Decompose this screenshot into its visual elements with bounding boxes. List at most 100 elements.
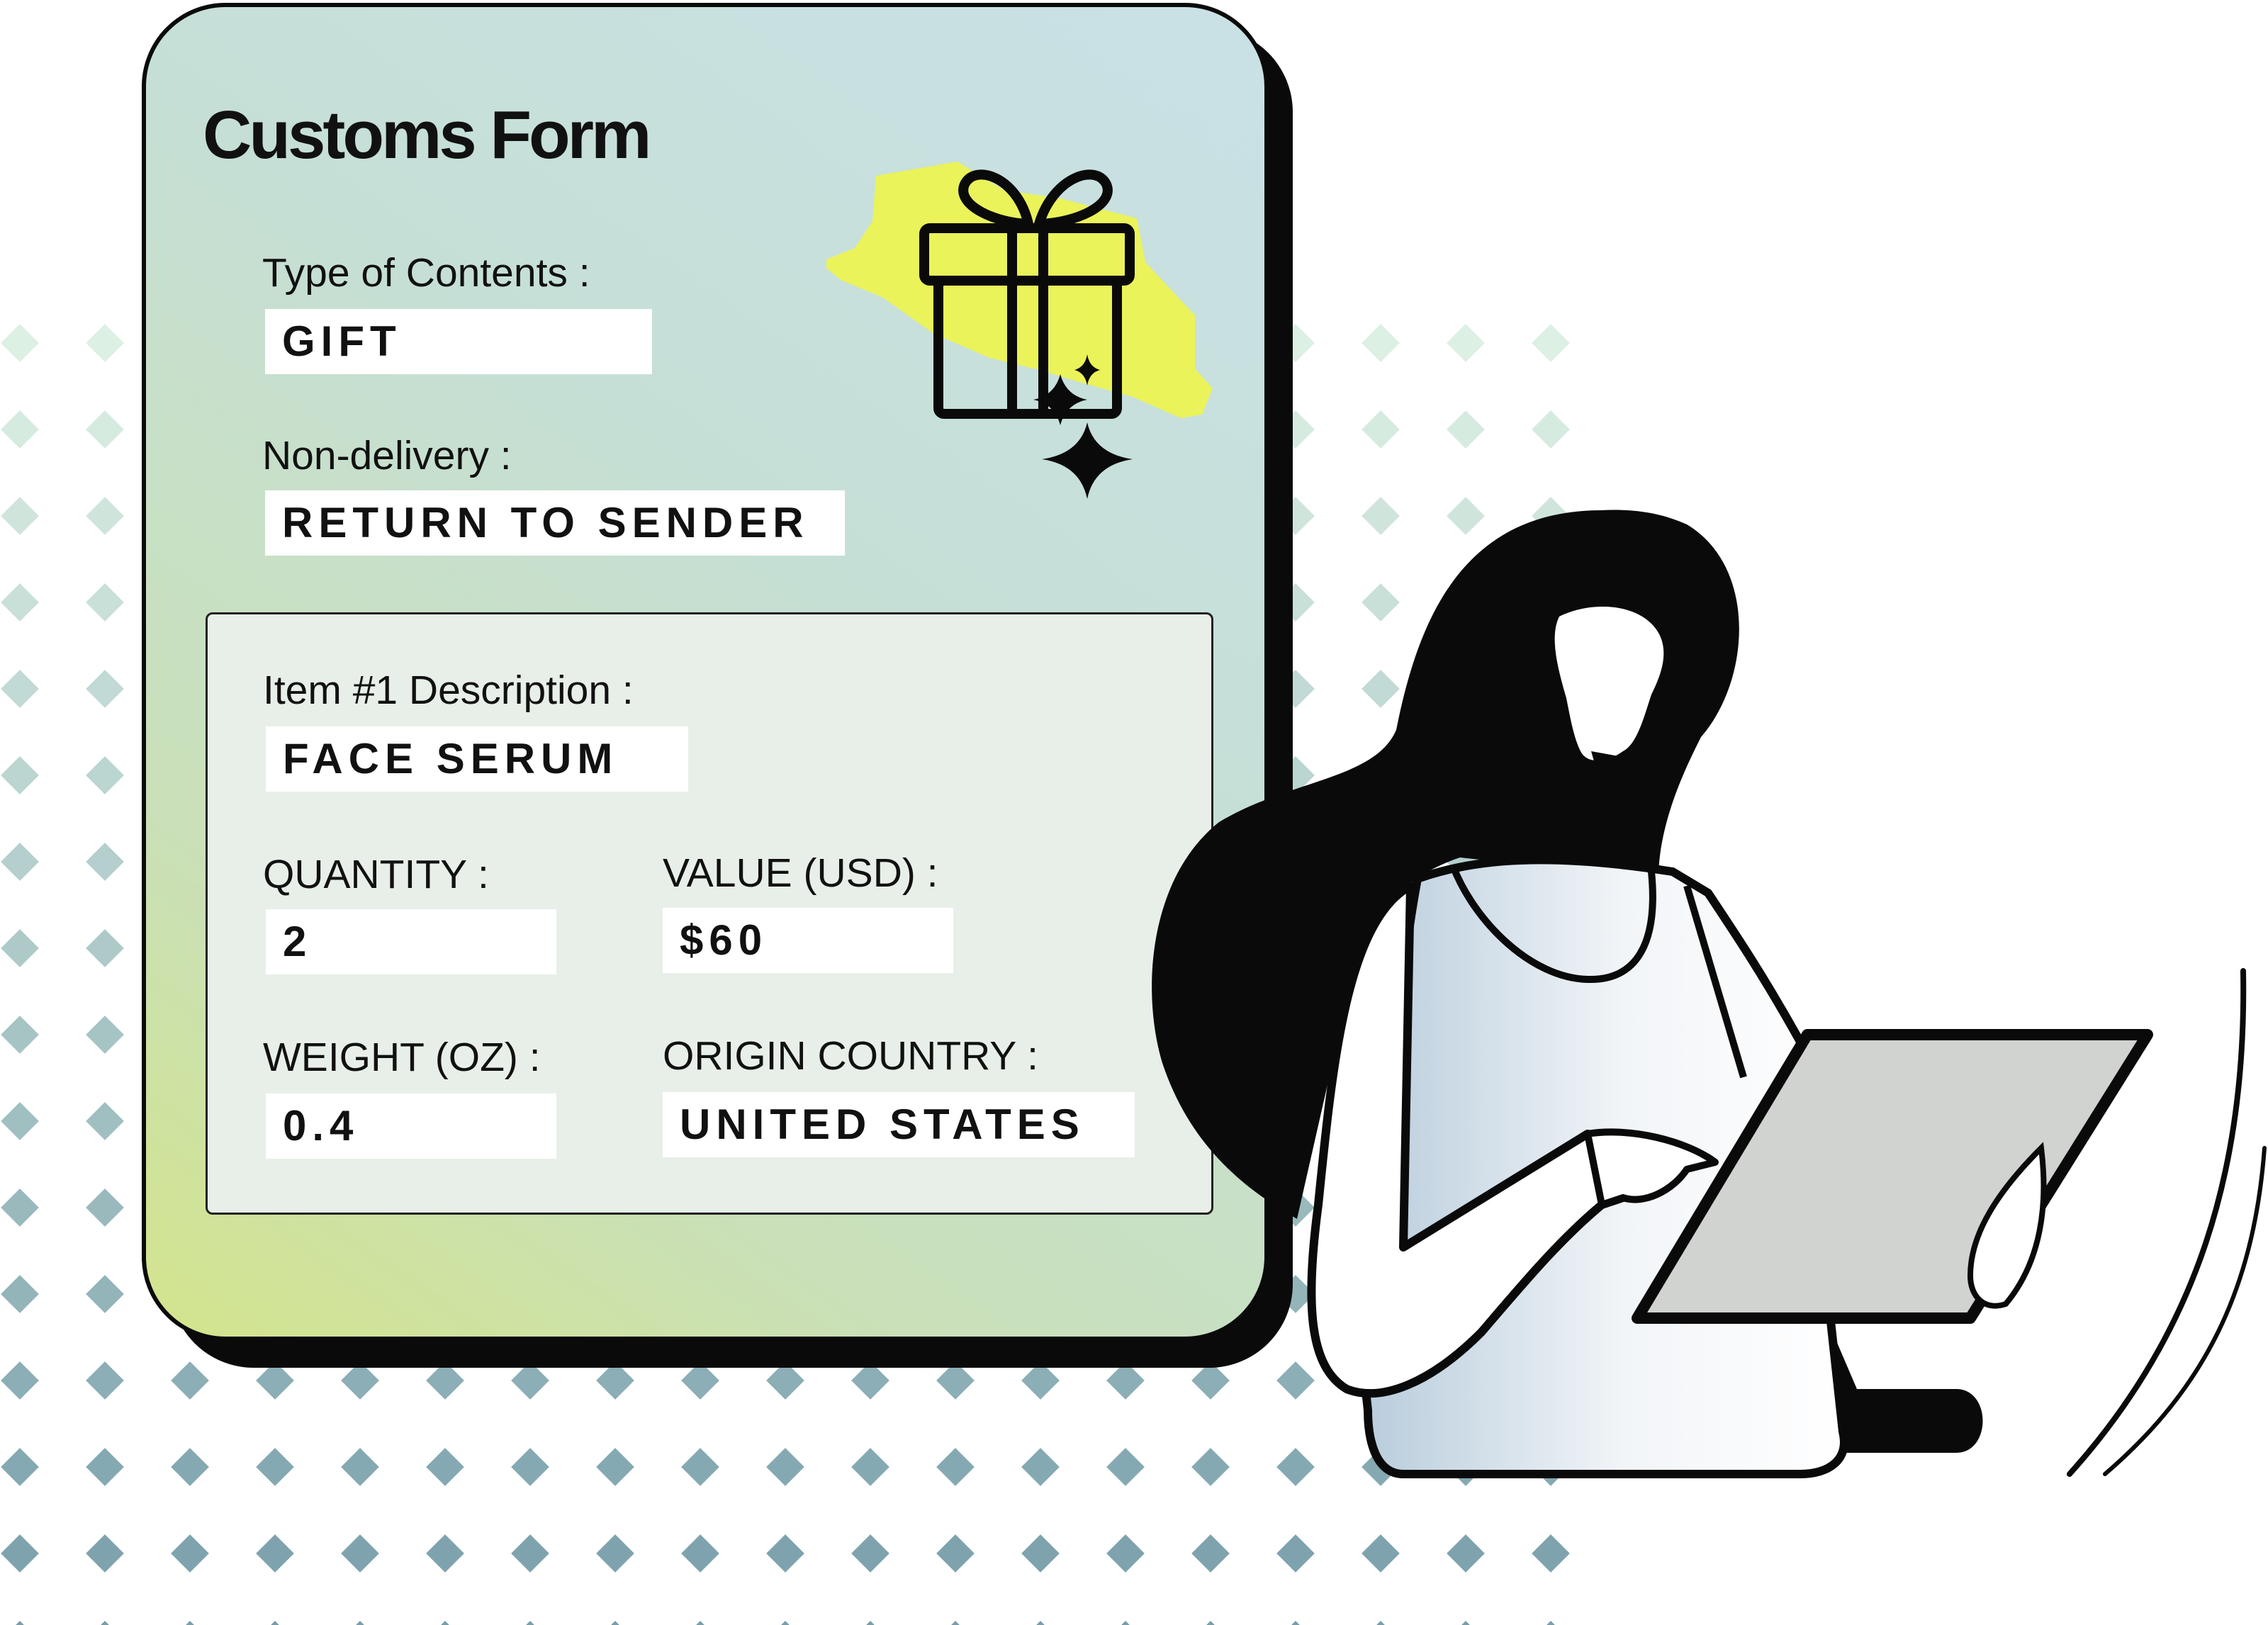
pattern-dot <box>851 1361 889 1400</box>
pattern-dot <box>681 1448 719 1486</box>
pattern-dot <box>1532 410 1570 449</box>
pattern-dot <box>766 1534 804 1573</box>
item-description-field[interactable]: FACE SERUM <box>266 726 688 792</box>
pattern-dot <box>1362 1534 1400 1573</box>
non-delivery-label: Non-delivery : <box>262 433 512 478</box>
value-usd-label: VALUE (USD) : <box>663 850 938 896</box>
woman-with-tablet-illustration <box>1152 510 2267 1478</box>
pattern-dot <box>256 1621 294 1625</box>
pattern-dot <box>86 756 124 794</box>
gift-box-icon <box>826 162 1213 499</box>
pattern-dot <box>86 1102 124 1140</box>
pattern-dot <box>256 1534 294 1573</box>
origin-country-label: ORIGIN COUNTRY : <box>663 1033 1038 1079</box>
pattern-dot <box>86 1016 124 1054</box>
pattern-dot <box>1532 1534 1570 1573</box>
pattern-dot <box>86 1621 124 1625</box>
pattern-dot <box>426 1534 464 1573</box>
pattern-dot <box>1276 1361 1315 1400</box>
pattern-dot <box>1191 1534 1230 1573</box>
pattern-dot <box>1 1621 39 1625</box>
pattern-dot <box>851 1534 889 1573</box>
pattern-dot <box>86 929 124 967</box>
hand <box>1584 1128 1719 1208</box>
type-of-contents-label: Type of Contents : <box>262 250 590 296</box>
pattern-dot <box>1 497 39 535</box>
pattern-dot <box>86 583 124 622</box>
pattern-dot <box>426 1621 464 1625</box>
origin-country-field[interactable]: UNITED STATES <box>663 1092 1135 1157</box>
pattern-dot <box>1 1275 39 1313</box>
quantity-label: QUANTITY : <box>263 852 489 897</box>
pattern-dot <box>1276 1534 1315 1573</box>
pattern-dot <box>681 1621 719 1625</box>
pattern-dot <box>1191 1361 1230 1400</box>
pattern-dot <box>171 1448 209 1486</box>
pattern-dot <box>936 1361 975 1400</box>
form-title: Customs Form <box>203 97 651 173</box>
pattern-dot <box>1 410 39 449</box>
face <box>1554 607 1664 761</box>
pattern-dot <box>1191 1448 1230 1486</box>
non-delivery-field[interactable]: RETURN TO SENDER <box>265 490 845 556</box>
pattern-dot <box>341 1621 379 1625</box>
pattern-dot <box>1021 1621 1060 1625</box>
pattern-dot <box>1021 1361 1060 1400</box>
pattern-dot <box>1021 1448 1060 1486</box>
pattern-dot <box>171 1534 209 1573</box>
pattern-dot <box>86 1275 124 1313</box>
pattern-dot <box>1532 324 1570 362</box>
pattern-dot <box>341 1534 379 1573</box>
pattern-dot <box>851 1621 889 1625</box>
pattern-dot <box>1 929 39 967</box>
pattern-dot <box>86 1534 124 1573</box>
pattern-dot <box>596 1448 634 1486</box>
pattern-dot <box>936 1448 975 1486</box>
pattern-dot <box>86 1361 124 1400</box>
item-description-label: Item #1 Description : <box>263 668 634 713</box>
pattern-dot <box>511 1621 549 1625</box>
pattern-dot <box>511 1534 549 1573</box>
pattern-dot <box>1 1361 39 1400</box>
weight-field[interactable]: 0.4 <box>266 1093 556 1159</box>
pattern-dot <box>1 1448 39 1486</box>
item-details-box: Item #1 Description : FACE SERUM QUANTIT… <box>206 612 1213 1215</box>
pattern-dot <box>681 1534 719 1573</box>
pattern-dot <box>1106 1361 1145 1400</box>
pattern-dot <box>256 1448 294 1486</box>
left-arm <box>1307 882 1649 1398</box>
value-usd-field[interactable]: $60 <box>663 908 953 973</box>
pattern-dot <box>1106 1448 1145 1486</box>
pattern-dot <box>1447 324 1485 362</box>
pattern-dot <box>1 1016 39 1054</box>
pattern-dot <box>86 670 124 708</box>
pattern-dot <box>86 843 124 881</box>
pattern-dot <box>1 756 39 794</box>
pattern-dot <box>1 1188 39 1227</box>
pattern-dot <box>1447 1534 1485 1573</box>
motion-lines <box>2067 968 2247 1477</box>
tablet <box>1632 1029 2153 1324</box>
pattern-dot <box>426 1448 464 1486</box>
pattern-dot <box>936 1534 975 1573</box>
pattern-dot <box>851 1448 889 1486</box>
pattern-dot <box>1106 1534 1145 1573</box>
pattern-dot <box>1276 1448 1315 1486</box>
pattern-dot <box>341 1448 379 1486</box>
sparkle-icon <box>1033 374 1087 425</box>
pattern-dot <box>936 1621 975 1625</box>
pattern-dot <box>86 410 124 449</box>
pattern-dot <box>766 1621 804 1625</box>
pattern-dot <box>1021 1534 1060 1573</box>
quantity-field[interactable]: 2 <box>266 909 556 974</box>
pattern-dot <box>1 324 39 362</box>
pattern-dot <box>596 1534 634 1573</box>
weight-label: WEIGHT (OZ) : <box>263 1035 541 1080</box>
sparkle-icon <box>1042 422 1133 499</box>
pattern-dot <box>596 1621 634 1625</box>
pattern-dot <box>1 670 39 708</box>
pattern-dot <box>171 1621 209 1625</box>
type-of-contents-field[interactable]: GIFT <box>265 309 652 374</box>
pattern-dot <box>1 1102 39 1140</box>
pattern-dot <box>766 1361 804 1400</box>
